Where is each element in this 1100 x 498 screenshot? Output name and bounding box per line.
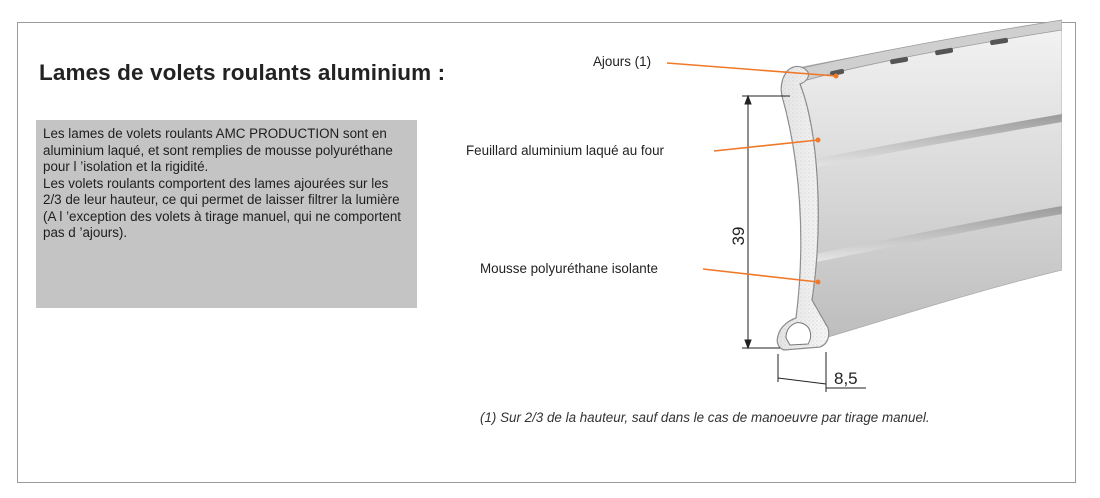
description-paragraph-2: Les volets roulants comportent des lames… xyxy=(43,175,402,241)
dimension-height-label: 39 xyxy=(729,227,748,246)
dimension-height xyxy=(742,94,790,350)
footnote: (1) Sur 2/3 de la hauteur, sauf dans le … xyxy=(480,410,930,425)
callout-feuillard: Feuillard aluminium laqué au four xyxy=(466,143,664,158)
description-panel: Les lames de volets roulants AMC PRODUCT… xyxy=(36,120,417,308)
slat-body xyxy=(782,19,1062,341)
leader-dot-ajours xyxy=(833,73,839,79)
leader-dot-mousse xyxy=(815,279,821,285)
dimension-width xyxy=(777,352,866,392)
dimension-width-label: 8,5 xyxy=(834,369,858,388)
slat-profile xyxy=(776,65,830,351)
page-title: Lames de volets roulants aluminium : xyxy=(39,60,446,85)
callout-ajours: Ajours (1) xyxy=(593,54,652,69)
callout-leaders xyxy=(666,62,837,283)
description-paragraph-1: Les lames de volets roulants AMC PRODUCT… xyxy=(43,126,393,174)
leader-dot-feuillard xyxy=(815,137,821,143)
callout-mousse: Mousse polyuréthane isolante xyxy=(480,261,658,276)
